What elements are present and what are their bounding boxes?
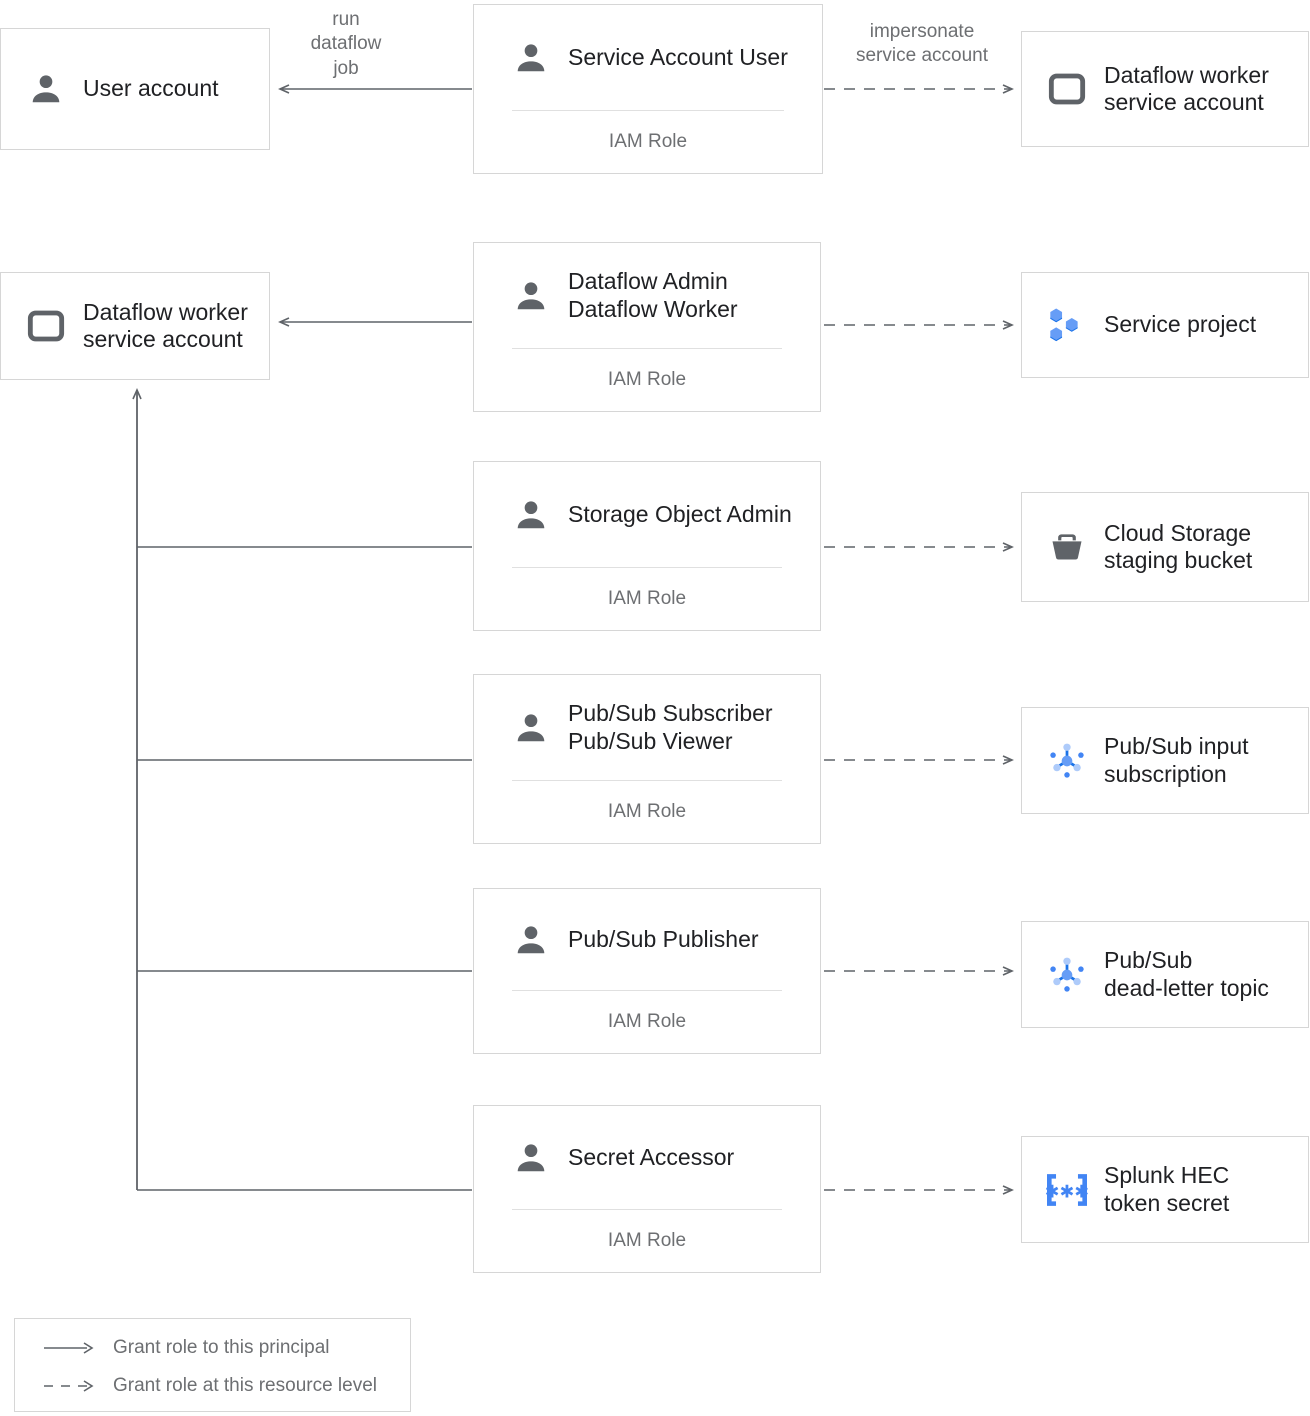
role-card-divider xyxy=(512,348,782,349)
dashed-arrow-icon xyxy=(41,1376,97,1396)
role-card-footer: IAM Role xyxy=(608,131,688,152)
resource-label: Splunk HEC token secret xyxy=(1104,1162,1230,1216)
role-card-divider xyxy=(512,780,782,781)
principal-dataflow-worker-service-account[interactable]: Dataflow worker service account xyxy=(0,272,270,380)
resource-dataflow-worker-service-account[interactable]: Dataflow worker service account xyxy=(1021,31,1309,147)
role-card-header: Service Account User xyxy=(474,5,822,110)
legend-item-dashed: Grant role at this resource level xyxy=(41,1375,377,1397)
edge-caption-impersonate-service-account: impersonate service account xyxy=(855,21,988,67)
legend-item-solid: Grant role to this principal xyxy=(41,1337,330,1359)
principal-user-account[interactable]: User account xyxy=(0,28,270,150)
role-card-footer: IAM Role xyxy=(607,1011,687,1032)
role-card-roles: Secret Accessor xyxy=(568,1143,735,1170)
role-card-pubsub-publisher[interactable]: Pub/Sub Publisher IAM Role xyxy=(473,888,821,1054)
role-card-header: Pub/Sub Subscriber Pub/Sub Viewer xyxy=(474,675,820,780)
role-card-footer: IAM Role xyxy=(607,588,687,609)
role-card-header: Pub/Sub Publisher xyxy=(474,889,820,990)
person-icon xyxy=(508,917,554,963)
role-card-pubsub-subscriber-viewer[interactable]: Pub/Sub Subscriber Pub/Sub Viewer IAM Ro… xyxy=(473,674,821,844)
role-card-storage-object-admin[interactable]: Storage Object Admin IAM Role xyxy=(473,461,821,631)
role-card-footer: IAM Role xyxy=(607,369,687,390)
role-card-divider xyxy=(512,990,782,991)
pubsub-icon xyxy=(1044,738,1090,784)
resource-label: Dataflow worker service account xyxy=(1104,61,1269,115)
role-card-roles: Dataflow Admin Dataflow Worker xyxy=(568,267,738,322)
role-card-dataflow-admin-worker[interactable]: Dataflow Admin Dataflow Worker IAM Role xyxy=(473,242,821,412)
role-card-divider xyxy=(512,567,782,568)
resource-cloud-storage-staging-bucket[interactable]: Cloud Storage staging bucket xyxy=(1021,492,1309,602)
resource-pubsub-dead-letter-topic[interactable]: Pub/Sub dead-letter topic xyxy=(1021,921,1309,1028)
role-card-header: Secret Accessor xyxy=(474,1106,820,1209)
role-card-roles: Service Account User xyxy=(568,43,788,70)
person-icon xyxy=(508,1135,554,1181)
person-icon xyxy=(508,35,554,81)
resource-label: Service project xyxy=(1104,311,1257,338)
pubsub-icon xyxy=(1044,952,1090,998)
role-card-roles: Storage Object Admin xyxy=(568,500,792,527)
role-card-roles: Pub/Sub Publisher xyxy=(568,925,759,952)
role-card-divider xyxy=(512,1209,782,1210)
service-account-icon xyxy=(23,303,69,349)
legend: Grant role to this principal Grant role … xyxy=(14,1318,411,1412)
resource-service-project[interactable]: Service project xyxy=(1021,272,1309,378)
secret-manager-icon: ✱✱✱ xyxy=(1044,1167,1090,1213)
role-card-footer: IAM Role xyxy=(607,801,687,822)
role-card-header: Dataflow Admin Dataflow Worker xyxy=(474,243,820,348)
resource-label: Pub/Sub input subscription xyxy=(1104,733,1249,787)
project-icon xyxy=(1044,302,1090,348)
principal-label: Dataflow worker service account xyxy=(83,298,248,352)
resource-splunk-hec-token-secret[interactable]: ✱✱✱ Splunk HEC token secret xyxy=(1021,1136,1309,1243)
person-icon xyxy=(508,492,554,538)
role-card-service-account-user[interactable]: Service Account User IAM Role xyxy=(473,4,823,174)
resource-pubsub-input-subscription[interactable]: Pub/Sub input subscription xyxy=(1021,707,1309,814)
resource-label: Cloud Storage staging bucket xyxy=(1104,519,1253,573)
role-card-footer: IAM Role xyxy=(607,1230,687,1251)
service-account-icon xyxy=(1044,66,1090,112)
role-card-header: Storage Object Admin xyxy=(474,462,820,567)
legend-label: Grant role to this principal xyxy=(113,1337,330,1358)
role-card-roles: Pub/Sub Subscriber Pub/Sub Viewer xyxy=(568,699,773,754)
solid-arrow-icon xyxy=(41,1338,97,1358)
role-card-divider xyxy=(512,110,784,111)
legend-label: Grant role at this resource level xyxy=(113,1375,378,1396)
edge-caption-run-dataflow-job: run dataflow job xyxy=(310,9,382,79)
person-icon xyxy=(508,705,554,751)
cloud-storage-icon xyxy=(1044,524,1090,570)
role-card-secret-accessor[interactable]: Secret Accessor IAM Role xyxy=(473,1105,821,1273)
principal-label: User account xyxy=(83,75,219,102)
svg-text:✱✱✱: ✱✱✱ xyxy=(1045,1181,1089,1201)
person-icon xyxy=(508,273,554,319)
person-icon xyxy=(23,66,69,112)
resource-label: Pub/Sub dead-letter topic xyxy=(1104,947,1269,1001)
